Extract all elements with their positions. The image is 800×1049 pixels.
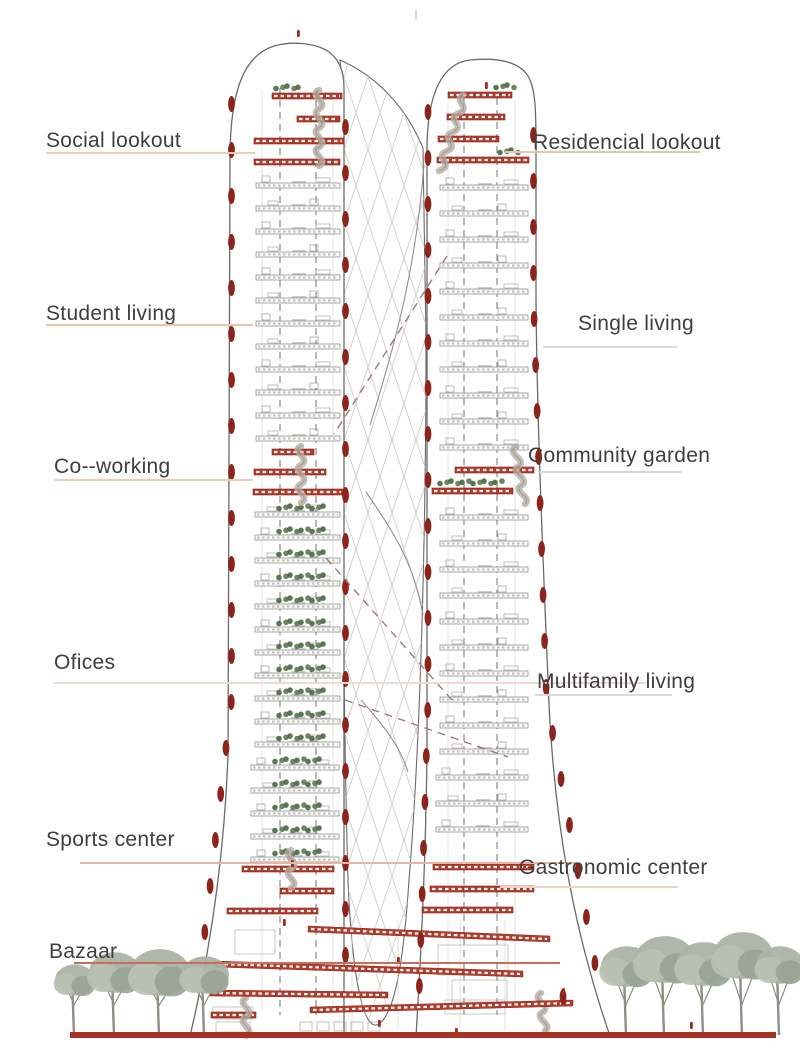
label-sports-center: Sports center: [46, 828, 175, 851]
circulation-dashes: [325, 255, 509, 758]
floor-slabs-left: [250, 175, 341, 863]
label-student-living: Student living: [46, 302, 177, 325]
label-gastronomic-center: Gastronomic center: [519, 856, 708, 879]
capsule-markers: [196, 96, 599, 1005]
leader-student-living: [46, 324, 253, 326]
label-community-garden: Community garden: [528, 444, 711, 467]
bazaar-ramps: [209, 925, 574, 1014]
leader-community-garden: [538, 471, 682, 473]
leader-bazaar: [74, 962, 560, 964]
label-social-lookout: Social lookout: [46, 129, 181, 152]
leader-residencial-lookout: [505, 151, 700, 153]
label-single-living: Single living: [578, 312, 694, 335]
leader-multifamily-living: [535, 694, 672, 696]
label-bazaar: Bazaar: [49, 940, 118, 963]
leader-ofices: [54, 682, 646, 684]
stair-spirals: [239, 86, 551, 1040]
label-residencial-lookout: Residencial lookout: [533, 131, 721, 154]
leader-single-living: [543, 346, 677, 348]
tree: [70, 988, 76, 1036]
leader-sports-center: [80, 862, 580, 864]
ground-line: [70, 1032, 776, 1038]
label-ofices: Ofices: [54, 651, 116, 674]
leader-co-working: [54, 479, 253, 481]
label-multifamily-living: Multifamily living: [537, 670, 696, 693]
leader-social-lookout: [46, 152, 255, 154]
trees: [53, 932, 800, 1036]
leader-gastronomic-center: [500, 886, 678, 888]
diagrid-core: [339, 59, 427, 1026]
label-co-working: Co--working: [54, 455, 171, 478]
